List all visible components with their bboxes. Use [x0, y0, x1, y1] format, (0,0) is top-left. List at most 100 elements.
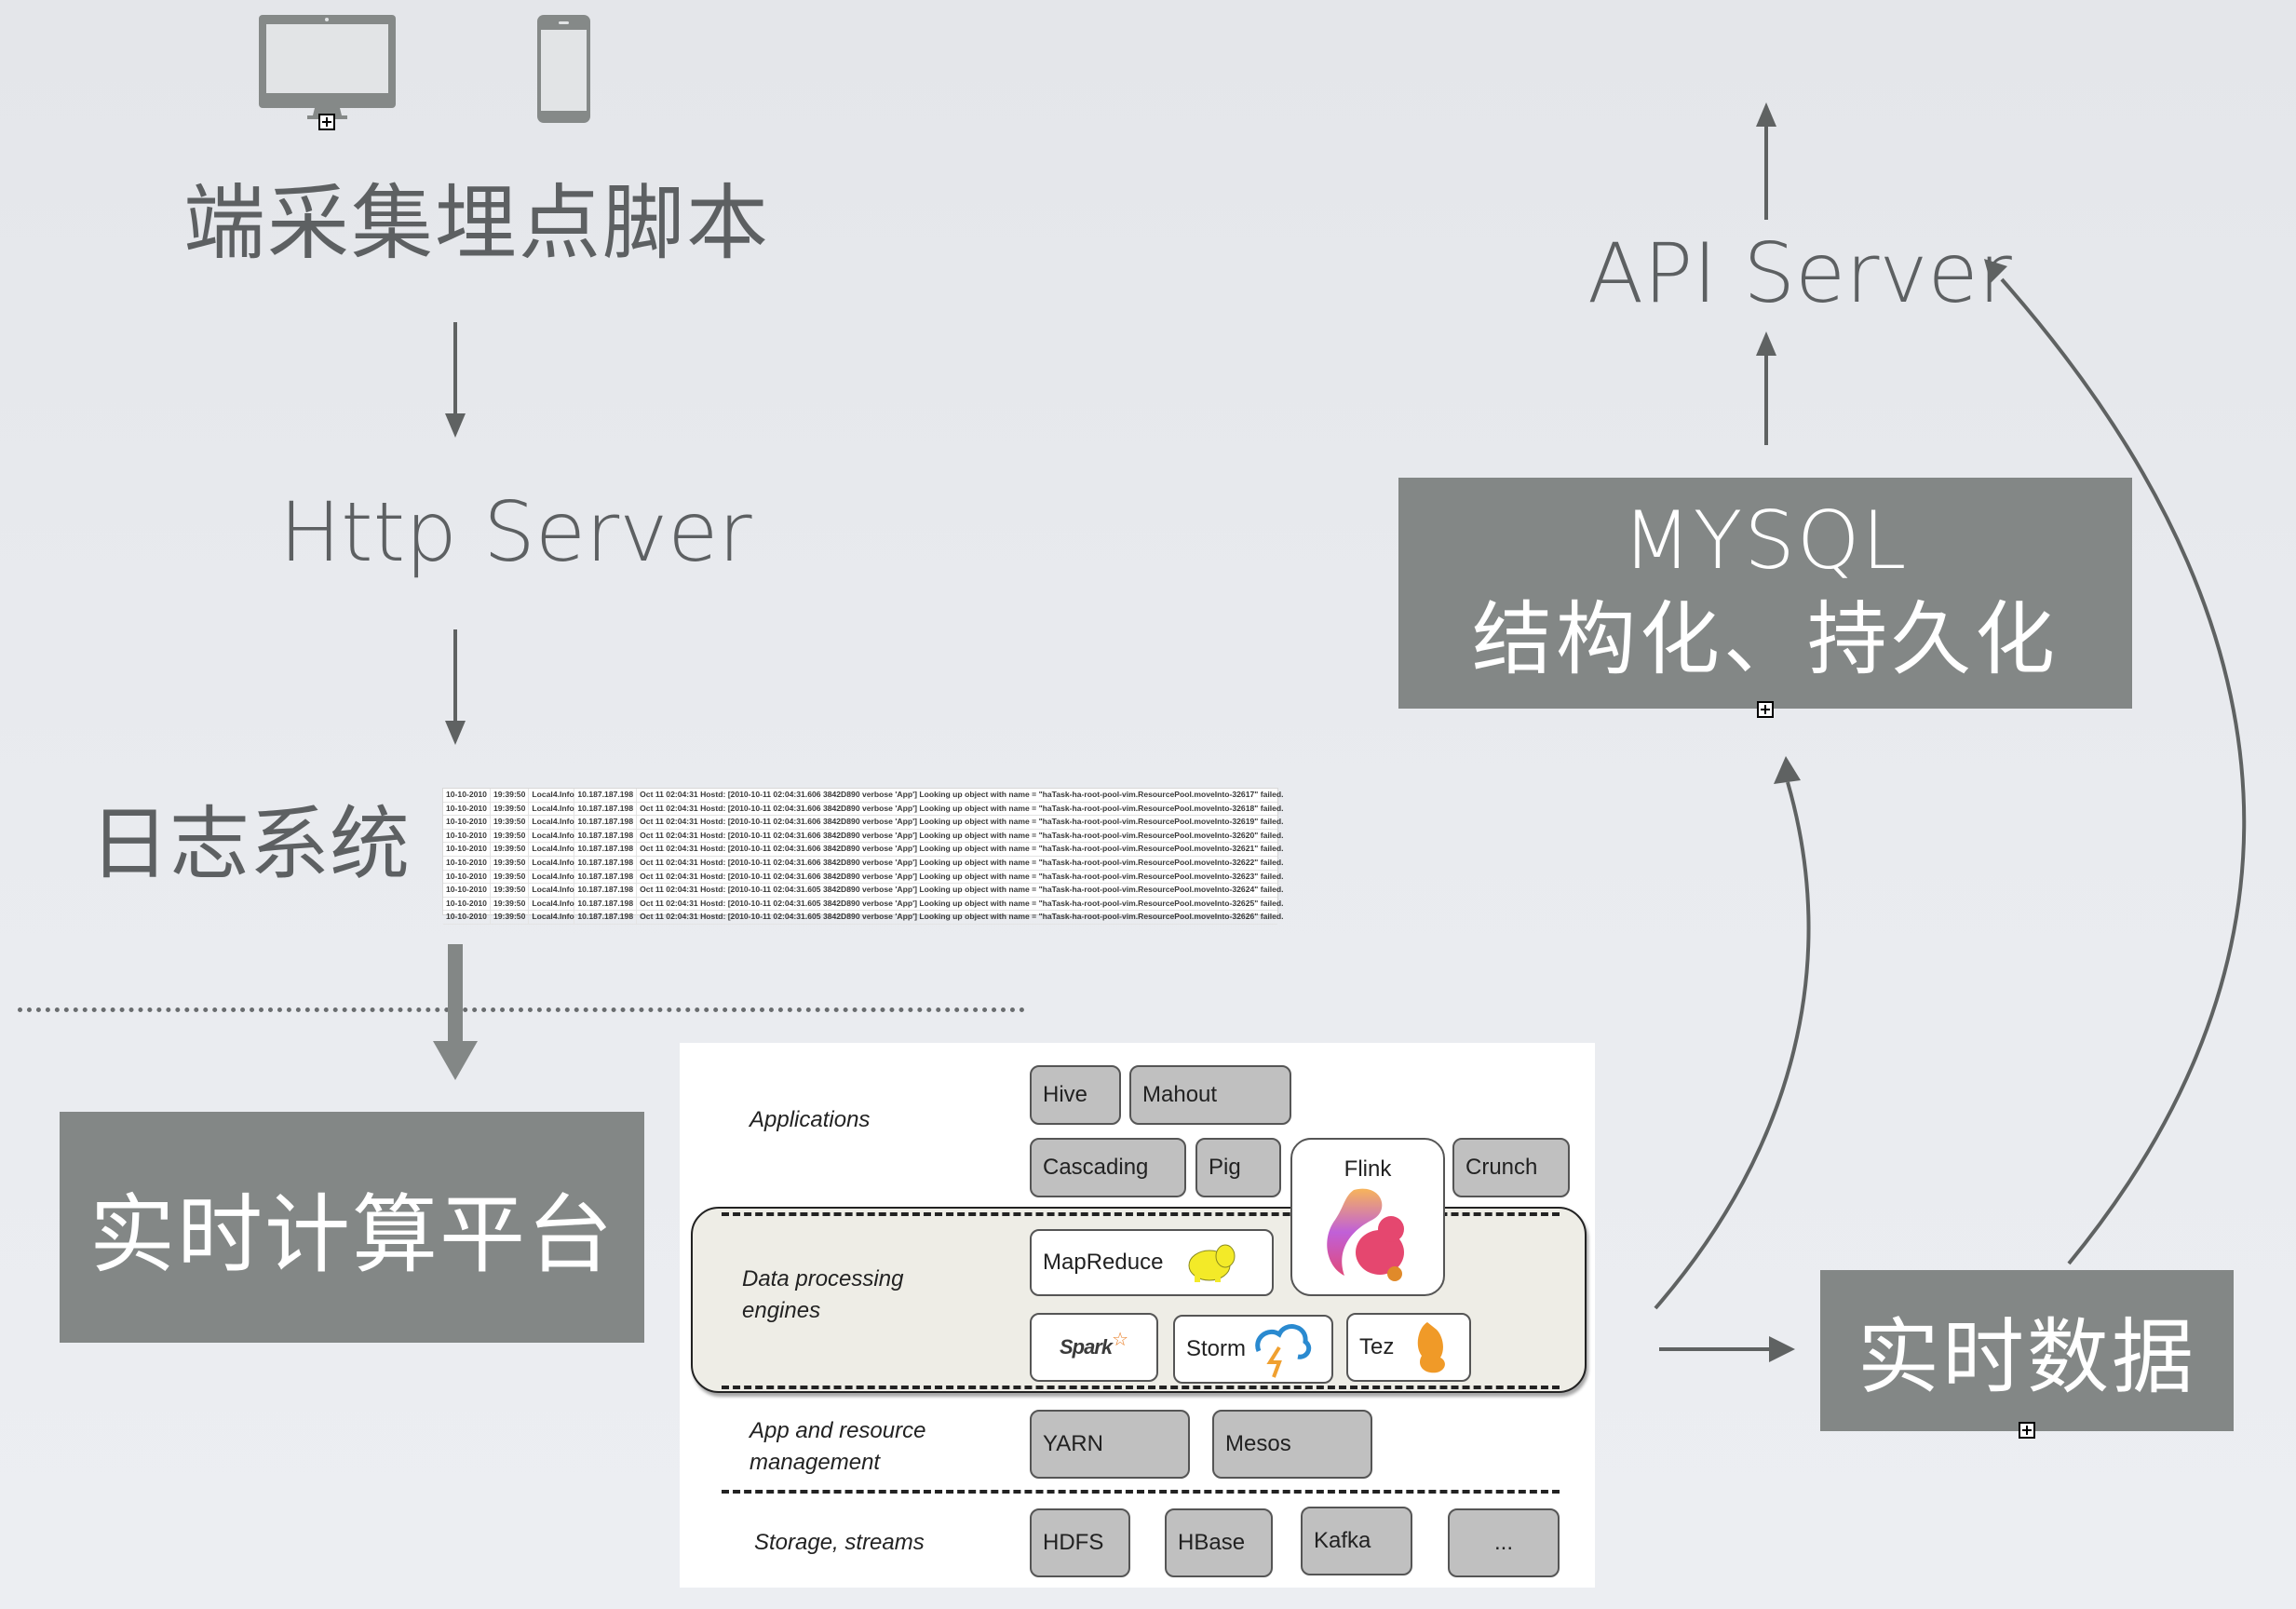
log-cell: 10-10-2010	[443, 870, 491, 884]
log-cell: Local4.Info	[529, 816, 575, 829]
tech-mesos: Mesos	[1212, 1410, 1372, 1479]
log-cell: 10.187.187.198	[574, 802, 638, 816]
log-cell: Oct 11 02:04:31 Hostd: [2010-10-11 02:04…	[640, 885, 1284, 895]
tech-crunch: Crunch	[1452, 1138, 1570, 1197]
mysql-title: MYSQL	[1622, 494, 1909, 588]
mysql-subtitle: 结构化、持久化	[1472, 593, 2059, 686]
tez-logo-icon	[1418, 1322, 1446, 1373]
log-cell: 19:39:50	[491, 897, 530, 911]
layer-label-resource: App and resource management	[750, 1418, 926, 1475]
log-cell: 10.187.187.198	[574, 884, 638, 897]
log-cell: 10.187.187.198	[574, 829, 638, 843]
realtime-platform-box: 实时计算平台	[60, 1112, 644, 1343]
log-system-label: 日志系统	[89, 798, 410, 891]
smartphone-icon	[537, 15, 590, 123]
dashed-separator	[722, 1386, 1560, 1389]
object-anchor-marker[interactable]	[1757, 701, 1774, 718]
tech-hive: Hive	[1030, 1065, 1121, 1125]
log-cell: 19:39:50	[491, 856, 530, 870]
layer-label-engines: Data processing engines	[742, 1266, 904, 1323]
log-cell: 19:39:50	[491, 802, 530, 816]
log-cell: Local4.Info	[529, 911, 575, 924]
log-cell: 10-10-2010	[443, 911, 491, 924]
arrow-down-2	[445, 629, 466, 745]
log-cell: Local4.Info	[529, 789, 575, 802]
object-anchor-marker[interactable]	[318, 114, 335, 130]
log-cell: Local4.Info	[529, 829, 575, 843]
bigdata-stack-diagram: Applications Hive Mahout Cascading Pig C…	[680, 1043, 1595, 1588]
log-cell: Oct 11 02:04:31 Hostd: [2010-10-11 02:04…	[640, 844, 1284, 854]
realtime-platform-label: 实时计算平台	[88, 1184, 615, 1285]
log-cell: 19:39:50	[491, 870, 530, 884]
log-cell: Oct 11 02:04:31 Hostd: [2010-10-11 02:04…	[640, 803, 1284, 813]
log-cell: 19:39:50	[491, 911, 530, 924]
tech-cascading: Cascading	[1030, 1138, 1186, 1197]
tech-more: ...	[1448, 1508, 1560, 1577]
tech-hbase: HBase	[1165, 1508, 1273, 1577]
log-cell: 10-10-2010	[443, 884, 491, 897]
layer-label-applications: Applications	[750, 1107, 871, 1132]
log-cell: 19:39:50	[491, 829, 530, 843]
log-cell: 19:39:50	[491, 816, 530, 829]
log-cell: 10.187.187.198	[574, 870, 638, 884]
arrow-curve-to-api-server	[1984, 259, 2247, 1265]
log-cell: 10.187.187.198	[574, 856, 638, 870]
log-cell: 10.187.187.198	[574, 911, 638, 924]
dashed-separator	[722, 1490, 1560, 1494]
spark-star-icon: ☆	[1112, 1329, 1129, 1350]
layer-label-storage: Storage, streams	[754, 1530, 925, 1555]
mysql-box: MYSQL 结构化、持久化	[1398, 478, 2132, 709]
log-cell: 10-10-2010	[443, 897, 491, 911]
tech-mahout: Mahout	[1129, 1065, 1291, 1125]
object-anchor-marker[interactable]	[2019, 1422, 2035, 1439]
log-cell: 10-10-2010	[443, 829, 491, 843]
arrow-platform-to-realtime-data	[1659, 1336, 1795, 1362]
http-server-label: Http Server	[279, 484, 752, 580]
arrow-down-1	[445, 322, 466, 438]
arrow-down-thick	[433, 944, 478, 1080]
arrow-up-top	[1756, 102, 1776, 220]
log-cell: 10-10-2010	[443, 789, 491, 802]
log-cell: Oct 11 02:04:31 Hostd: [2010-10-11 02:04…	[640, 790, 1284, 799]
log-cell: Local4.Info	[529, 843, 575, 856]
log-cell: Local4.Info	[529, 856, 575, 870]
log-cell: Oct 11 02:04:31 Hostd: [2010-10-11 02:04…	[640, 898, 1284, 908]
log-cell: 10-10-2010	[443, 816, 491, 829]
storm-cloud-icon	[1255, 1324, 1312, 1378]
log-cell: 10.187.187.198	[574, 843, 638, 856]
collect-script-label: 端采集埋点脚本	[183, 175, 771, 271]
realtime-data-label: 实时数据	[1857, 1309, 2196, 1405]
log-cell: 19:39:50	[491, 884, 530, 897]
tech-hdfs: HDFS	[1030, 1508, 1130, 1577]
log-cell: Local4.Info	[529, 870, 575, 884]
log-cell: Oct 11 02:04:31 Hostd: [2010-10-11 02:04…	[640, 817, 1284, 827]
arrow-curve-to-mysql	[1654, 756, 1811, 1310]
log-cell: 10.187.187.198	[574, 897, 638, 911]
log-cell: 10-10-2010	[443, 843, 491, 856]
log-cell: Oct 11 02:04:31 Hostd: [2010-10-11 02:04…	[640, 912, 1284, 922]
section-divider	[18, 1007, 1025, 1012]
tech-spark: Spark ☆	[1030, 1313, 1158, 1382]
tech-storm: Storm	[1173, 1315, 1333, 1384]
tech-yarn: YARN	[1030, 1410, 1190, 1479]
log-cell: Local4.Info	[529, 884, 575, 897]
tech-pig: Pig	[1195, 1138, 1281, 1197]
log-cell: Oct 11 02:04:31 Hostd: [2010-10-11 02:04…	[640, 871, 1284, 881]
tech-flink: Flink	[1290, 1138, 1445, 1296]
arrow-up-mysql	[1756, 331, 1776, 445]
log-cell: 10.187.187.198	[574, 789, 638, 802]
api-server-label: API Server	[1587, 225, 2012, 321]
realtime-data-box: 实时数据	[1820, 1270, 2234, 1431]
